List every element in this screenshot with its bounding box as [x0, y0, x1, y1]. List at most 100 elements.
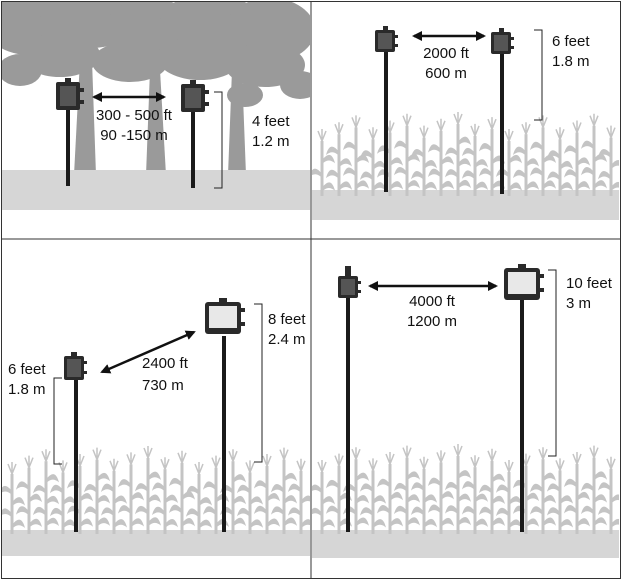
- corn-plant: [547, 458, 573, 534]
- corn-plant: [530, 447, 556, 534]
- pole: [191, 110, 195, 188]
- height-low-feet: 6 feet: [8, 361, 46, 378]
- corn-plant: [547, 127, 573, 196]
- sensor-device: [181, 80, 209, 112]
- corn-plant: [581, 113, 607, 196]
- corn-plant: [16, 455, 42, 534]
- corn-plant: [271, 447, 297, 534]
- corn-plant: [530, 115, 556, 196]
- corn-field: [2, 446, 310, 534]
- height-bracket: [214, 91, 223, 189]
- distance-meters: 600 m: [425, 65, 467, 82]
- corn-plant: [326, 122, 352, 196]
- corn-plant: [462, 455, 488, 534]
- height-feet: 10 feet: [566, 275, 613, 292]
- corn-plant: [394, 113, 420, 196]
- height-low-meters: 1.8 m: [8, 381, 46, 398]
- corn-plant: [428, 118, 454, 196]
- sensor-device: [375, 26, 398, 52]
- corn-plant: [152, 457, 178, 534]
- height-bracket: [534, 29, 543, 121]
- pole: [222, 336, 226, 532]
- distance-feet: 2400 ft: [142, 355, 189, 372]
- corn-plant: [237, 460, 263, 534]
- pole: [384, 52, 388, 192]
- corn-plant: [343, 115, 369, 196]
- corn-plant: [462, 123, 488, 196]
- sensor-device: [504, 264, 544, 300]
- corn-plant: [186, 462, 212, 534]
- distance-meters: 90 -150 m: [100, 127, 168, 144]
- height-meters: 1.8 m: [552, 53, 590, 70]
- corn-plant: [360, 127, 386, 196]
- corn-plant: [135, 446, 161, 534]
- tree-canopy: [2, 2, 310, 107]
- panel-mixed-height: [2, 446, 310, 556]
- height-bracket: [548, 269, 557, 457]
- distance-arrow: [100, 330, 196, 374]
- corn-plant: [411, 125, 437, 196]
- corn-plant: [445, 444, 471, 534]
- distance-feet: 2000 ft: [423, 45, 470, 62]
- pole: [66, 108, 70, 186]
- height-feet: 6 feet: [552, 33, 590, 50]
- sensor-device: [491, 28, 514, 54]
- corn-plant: [101, 458, 127, 534]
- corn-plant: [428, 450, 454, 534]
- corn-plant: [312, 460, 335, 534]
- pole: [500, 54, 504, 194]
- pole: [74, 380, 78, 532]
- corn-plant: [496, 460, 522, 534]
- sensor-device: [205, 298, 245, 334]
- corn-plant: [254, 454, 280, 534]
- height-meters: 1.2 m: [252, 133, 290, 150]
- corn-plant: [33, 449, 59, 534]
- corn-plant: [394, 445, 420, 534]
- tree-trunks: [74, 60, 246, 175]
- corn-plant: [581, 445, 607, 534]
- corn-plant: [2, 462, 25, 534]
- corn-plant: [50, 460, 76, 534]
- panel-short-corn: [312, 112, 619, 220]
- corn-field: [312, 444, 619, 534]
- ground: [312, 190, 619, 220]
- ground: [312, 530, 619, 558]
- corn-plant: [84, 447, 110, 534]
- corn-plant: [169, 450, 195, 534]
- corn-plant: [411, 456, 437, 534]
- distance-meters: 1200 m: [407, 313, 457, 330]
- corn-plant: [564, 452, 590, 534]
- sensor-device: [64, 352, 87, 380]
- corn-plant: [118, 452, 144, 534]
- corn-plant: [513, 122, 539, 196]
- corn-plant: [445, 112, 471, 196]
- height-bracket: [254, 303, 263, 463]
- height-bracket: [53, 377, 62, 465]
- height-high-feet: 8 feet: [268, 311, 306, 328]
- corn-plant: [288, 458, 310, 534]
- corn-plant: [598, 125, 619, 196]
- corn-plant: [564, 120, 590, 196]
- ground: [2, 530, 310, 556]
- corn-plant: [377, 452, 403, 534]
- height-high-meters: 2.4 m: [268, 331, 306, 348]
- corn-plant: [598, 456, 619, 534]
- panel-tall-corn: [312, 444, 619, 558]
- pole: [520, 300, 524, 532]
- height-meters: 3 m: [566, 295, 591, 312]
- panel-trees: [2, 2, 310, 210]
- corn-plant: [360, 458, 386, 534]
- corn-plant: [312, 129, 335, 196]
- pole: [346, 298, 350, 532]
- distance-feet: 300 - 500 ft: [96, 107, 173, 124]
- distance-meters: 730 m: [142, 377, 184, 394]
- distance-feet: 4000 ft: [409, 293, 456, 310]
- corn-plant: [479, 448, 505, 534]
- ground: [2, 170, 310, 210]
- corn-field: [312, 112, 619, 196]
- sensor-device: [56, 78, 84, 110]
- height-feet: 4 feet: [252, 113, 290, 130]
- sensor-device: [338, 266, 361, 298]
